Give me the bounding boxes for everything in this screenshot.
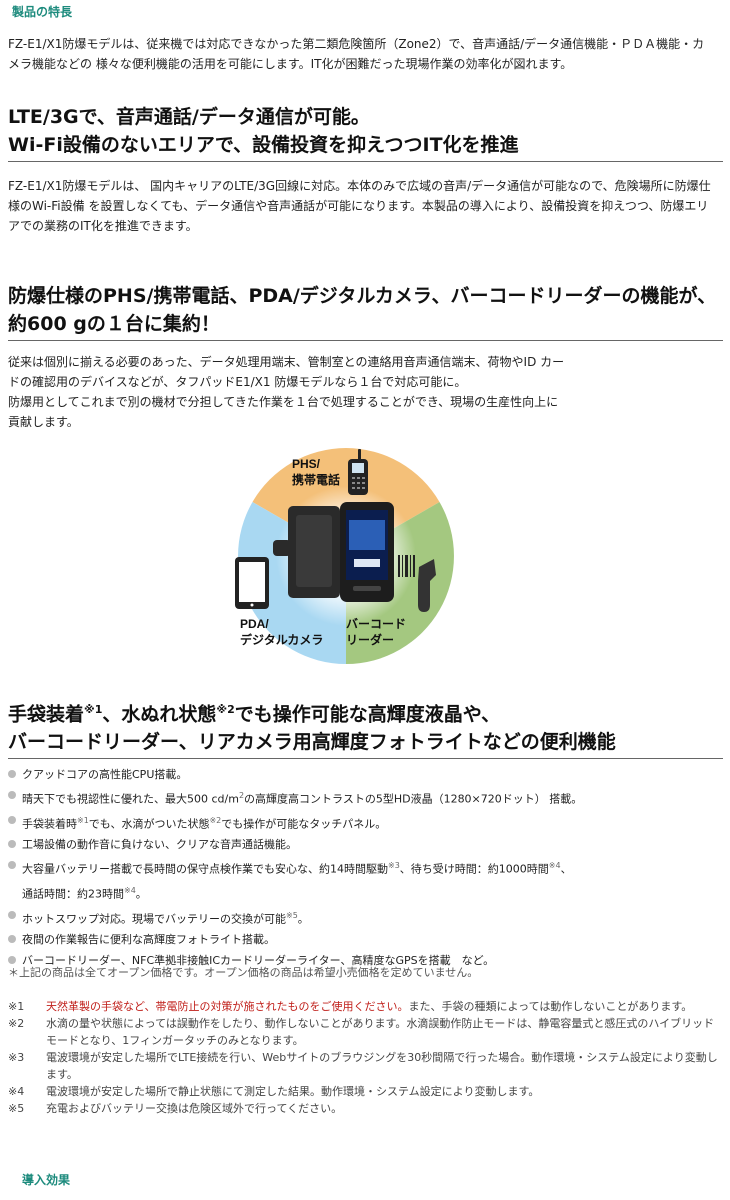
label-phs-line1: PHS/: [292, 457, 321, 471]
intro-paragraph: FZ-E1/X1防爆モデルは、従来機では対応できなかった第二類危険箇所（Zone…: [8, 37, 705, 71]
footnote-3: ※3 電波環境が安定した場所でLTE接続を行い、Webサイトのブラウジングを30秒…: [8, 1049, 723, 1083]
section-title-effects: 導入効果: [22, 1173, 71, 1187]
bullet-icon: [8, 770, 16, 778]
footnote-mark: ※4: [8, 1085, 25, 1098]
heading-multifunction-line2: 約600 gの１台に集約！: [8, 313, 220, 335]
multifunction-paragraph: 従来は個別に揃える必要のあった、データ処理用端末、管制室との連絡用音声通信端末、…: [8, 352, 570, 432]
multifunction-paragraph-1: 従来は個別に揃える必要のあった、データ処理用端末、管制室との連絡用音声通信端末、…: [8, 355, 565, 389]
price-note: ＊上記の商品は全てオープン価格です。オープン価格の商品は希望小売価格を定めていま…: [8, 966, 479, 979]
footnote-ref: ※1: [77, 815, 89, 825]
heading-glove-part-c: でも操作可能な高輝度液晶や、: [234, 703, 501, 726]
footnote-5: ※5 充電およびバッテリー交換は危険区域外で行ってください。: [8, 1100, 723, 1117]
footnote-1: ※1 天然革製の手袋など、帯電防止の対策が施されたものをご使用ください。また、手袋…: [8, 998, 723, 1015]
heading-multifunction: 防爆仕様のPHS/携帯電話、PDA/デジタルカメラ、バーコードリーダーの機能が、…: [8, 282, 723, 341]
footnote-text: 電波環境が安定した場所で静止状態にて測定した結果。動作環境・システム設定により変…: [46, 1085, 540, 1098]
footnotes: ※1 天然革製の手袋など、帯電防止の対策が施されたものをご使用ください。また、手袋…: [8, 998, 723, 1117]
footnote-ref: ※5: [286, 910, 298, 920]
footnote-warning: 天然革製の手袋など、帯電防止の対策が施されたものをご使用ください。: [46, 1000, 409, 1013]
footnote-text: 充電およびバッテリー交換は危険区域外で行ってください。: [46, 1102, 343, 1115]
feature-text: 通話時間：約23時間: [22, 887, 124, 901]
feature-item: バーコードリーダー、NFC準拠非接触ICカードリーダーライター、高精度なGPSを…: [8, 950, 723, 971]
footnote-ref: ※4: [548, 861, 561, 871]
footnote-mark: ※5: [8, 1102, 25, 1115]
feature-text: 、待ち受け時間：約1000時間: [399, 862, 549, 876]
heading-glove-line1: 手袋装着※1、水ぬれ状態※2でも操作可能な高輝度液晶や、: [8, 696, 723, 728]
bullet-icon: [8, 910, 16, 919]
lte-paragraph: FZ-E1/X1防爆モデルは、 国内キャリアのLTE/3G回線に対応。本体のみで…: [8, 179, 711, 233]
footnote-mark: ※1: [8, 1000, 25, 1013]
label-phs-line2: 携帯電話: [292, 472, 340, 487]
footnote-text: 水滴の量や状態によっては誤動作をしたり、動作しないことがあります。水滴誤動作防止…: [46, 1017, 715, 1047]
barcode-scanner-icon: [398, 555, 436, 612]
bullet-icon: [8, 840, 16, 849]
bullet-icon: [8, 861, 16, 870]
footnote-ref: ※2: [209, 815, 222, 825]
feature-text: でも操作が可能なタッチパネル。: [221, 817, 387, 831]
tablet-icon: [235, 557, 269, 609]
feature-text: 。: [297, 912, 309, 926]
label-barcode-line1: バーコード: [346, 617, 406, 631]
feature-text: 、: [560, 862, 572, 876]
device-image: [273, 502, 394, 602]
feature-item: 夜間の作業報告に便利な高輝度フォトライト搭載。: [8, 929, 723, 950]
heading-glove-part-a: 手袋装着: [8, 703, 85, 726]
label-pda-line1: PDA/: [240, 617, 269, 631]
footnote-mark: ※2: [8, 1017, 25, 1030]
footnote-ref: ※4: [124, 885, 136, 895]
heading-glove-line2: バーコードリーダー、リアカメラ用高輝度フォトライトなどの便利機能: [8, 731, 616, 754]
multifunction-paragraph-2: 防爆用としてこれまで別の機材で分担してきた作業を１台で処理することができ、現場の…: [8, 395, 559, 429]
feature-item: 手袋装着時※1でも、水滴がついた状態※2でも操作が可能なタッチパネル。: [8, 810, 723, 835]
feature-list: クアッドコアの高性能CPU搭載。 晴天下でも視認性に優れた、最大500 cd/m…: [8, 764, 723, 971]
footnote-ref: ※3: [388, 861, 400, 871]
feature-text: 工場設備の動作音に負けない、クリアな音声通話機能。: [22, 838, 297, 852]
label-barcode-line2: リーダー: [346, 632, 394, 647]
feature-text: ホットスワップ対応。現場でバッテリーの交換が可能: [22, 912, 286, 926]
heading-multifunction-line1: 防爆仕様のPHS/携帯電話、PDA/デジタルカメラ、バーコードリーダーの機能が、: [8, 285, 717, 307]
heading-glove: 手袋装着※1、水ぬれ状態※2でも操作可能な高輝度液晶や、 バーコードリーダー、リ…: [8, 696, 723, 760]
heading-glove-sup-1: ※1: [84, 703, 103, 716]
footnote-text: また、手袋の種類によっては動作しないことがあります。: [408, 1000, 693, 1013]
feature-text: クアッドコアの高性能CPU搭載。: [22, 768, 188, 781]
footnote-text: 電波環境が安定した場所でLTE接続を行い、Webサイトのブラウジングを30秒間隔…: [46, 1051, 718, 1081]
feature-text: 晴天下でも視認性に優れた、最大500 cd/m: [22, 792, 239, 806]
feature-text: 。: [135, 887, 147, 901]
feature-item: 晴天下でも視認性に優れた、最大500 cd/m2の高輝度高コントラストの5型HD…: [8, 785, 723, 810]
footnote-mark: ※3: [8, 1051, 25, 1064]
heading-lte-line1: LTE/3Gで、音声通話/データ通信が可能。: [8, 106, 370, 128]
label-pda-line2: デジタルカメラ: [240, 632, 323, 647]
footnote-4: ※4 電波環境が安定した場所で静止状態にて測定した結果。動作環境・システム設定によ…: [8, 1083, 723, 1100]
feature-item: 大容量バッテリー搭載で長時間の保守点検作業でも安心な、約14時間駆動※3、待ち受…: [8, 855, 723, 904]
feature-text: 大容量バッテリー搭載で長時間の保守点検作業でも安心な、約14時間駆動: [22, 862, 388, 876]
heading-glove-part-b: 、水ぬれ状態: [102, 703, 217, 726]
feature-text: 夜間の作業報告に便利な高輝度フォトライト搭載。: [22, 933, 275, 947]
section-title-features: 製品の特長: [12, 5, 73, 19]
heading-lte-line2: Wi-Fi設備のないエリアで、設備投資を抑えつつIT化を推進: [8, 134, 519, 156]
feature-text: バーコードリーダー、NFC準拠非接触ICカードリーダーライター、高精度なGPSを…: [22, 954, 495, 968]
heading-glove-sup-2: ※2: [216, 703, 235, 716]
feature-item: 工場設備の動作音に負けない、クリアな音声通話機能。: [8, 834, 723, 855]
feature-text: の高輝度高コントラストの5型HD液晶（1280×720ドット） 搭載。: [244, 792, 583, 806]
heading-lte: LTE/3Gで、音声通話/データ通信が可能。 Wi-Fi設備のないエリアで、設備…: [8, 103, 723, 162]
feature-item: ホットスワップ対応。現場でバッテリーの交換が可能※5。: [8, 905, 723, 930]
bullet-icon: [8, 935, 16, 944]
feature-item: クアッドコアの高性能CPU搭載。: [8, 764, 723, 785]
bullet-icon: [8, 791, 16, 799]
bullet-icon: [8, 956, 16, 965]
bullet-icon: [8, 815, 16, 824]
superscript: 2: [238, 791, 245, 800]
footnote-2: ※2 水滴の量や状態によっては誤動作をしたり、動作しないことがあります。水滴誤動作…: [8, 1015, 723, 1049]
device-function-diagram: PHS/ 携帯電話 PDA/ デジタルカメラ バーコード リーダー: [235, 448, 454, 664]
cellphone-icon: [348, 449, 368, 495]
feature-text: 手袋装着時: [22, 817, 77, 831]
feature-text: でも、水滴がついた状態: [88, 817, 210, 831]
